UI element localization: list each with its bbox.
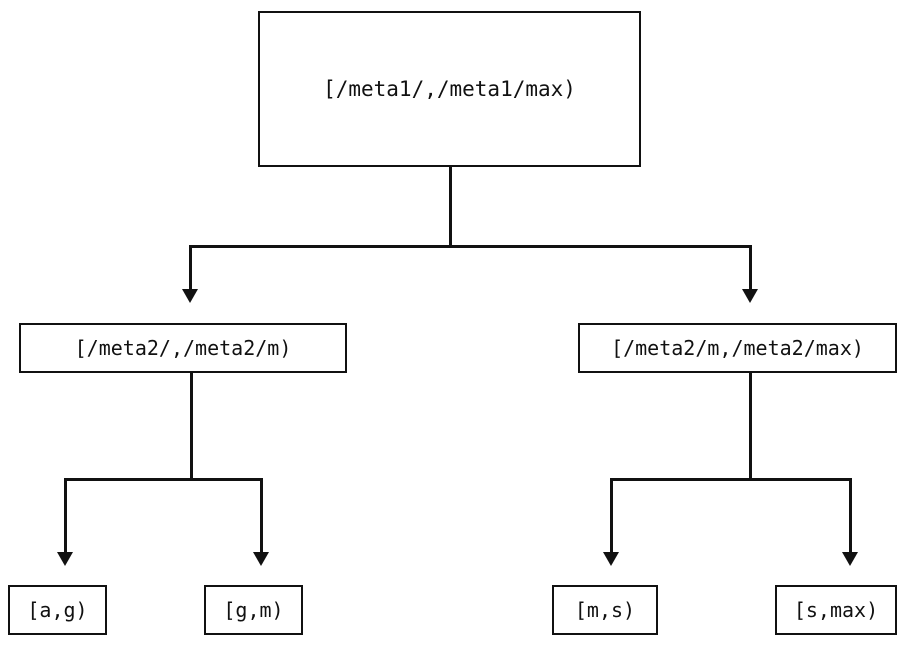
node-leaf-gm-label: [g,m) [223, 598, 284, 622]
arrowhead-mid-left-to-leaf-gm [253, 552, 269, 566]
node-leaf-ms-label: [m,s) [574, 598, 636, 622]
edge-mid-left-to-leaf-gm-drop [260, 478, 263, 554]
edge-mid-left-to-leaf-ag-drop [64, 478, 67, 554]
edge-mid-left-stem [190, 373, 193, 481]
arrowhead-mid-left-to-leaf-ag [57, 552, 73, 566]
node-root[interactable]: [/meta1/,/meta1/max) [258, 11, 641, 167]
node-mid-right[interactable]: [/meta2/m,/meta2/max) [578, 323, 897, 373]
arrowhead-mid-right-to-leaf-ms [603, 552, 619, 566]
node-root-label: [/meta1/,/meta1/max) [323, 76, 576, 101]
node-leaf-ms[interactable]: [m,s) [552, 585, 658, 635]
node-mid-right-label: [/meta2/m,/meta2/max) [611, 336, 864, 360]
edge-root-to-mid-right-drop [749, 245, 752, 291]
arrowhead-root-to-mid-left [182, 289, 198, 303]
node-leaf-ag-label: [a,g) [27, 598, 88, 622]
node-leaf-gm[interactable]: [g,m) [204, 585, 303, 635]
node-mid-left-label: [/meta2/,/meta2/m) [74, 336, 292, 360]
node-mid-left[interactable]: [/meta2/,/meta2/m) [19, 323, 347, 373]
edge-mid-left-crossbar [64, 478, 263, 481]
arrowhead-mid-right-to-leaf-smax [842, 552, 858, 566]
node-leaf-ag[interactable]: [a,g) [8, 585, 107, 635]
edge-mid-right-to-leaf-smax-drop [849, 478, 852, 554]
edge-mid-right-to-leaf-ms-drop [610, 478, 613, 554]
edge-mid-right-crossbar [610, 478, 852, 481]
node-leaf-smax-label: [s,max) [793, 598, 879, 622]
edge-root-to-mid-left-drop [189, 245, 192, 291]
arrowhead-root-to-mid-right [742, 289, 758, 303]
edge-root-crossbar [189, 245, 752, 248]
edge-root-stem [449, 167, 452, 247]
node-leaf-smax[interactable]: [s,max) [775, 585, 897, 635]
edge-mid-right-stem [749, 373, 752, 481]
